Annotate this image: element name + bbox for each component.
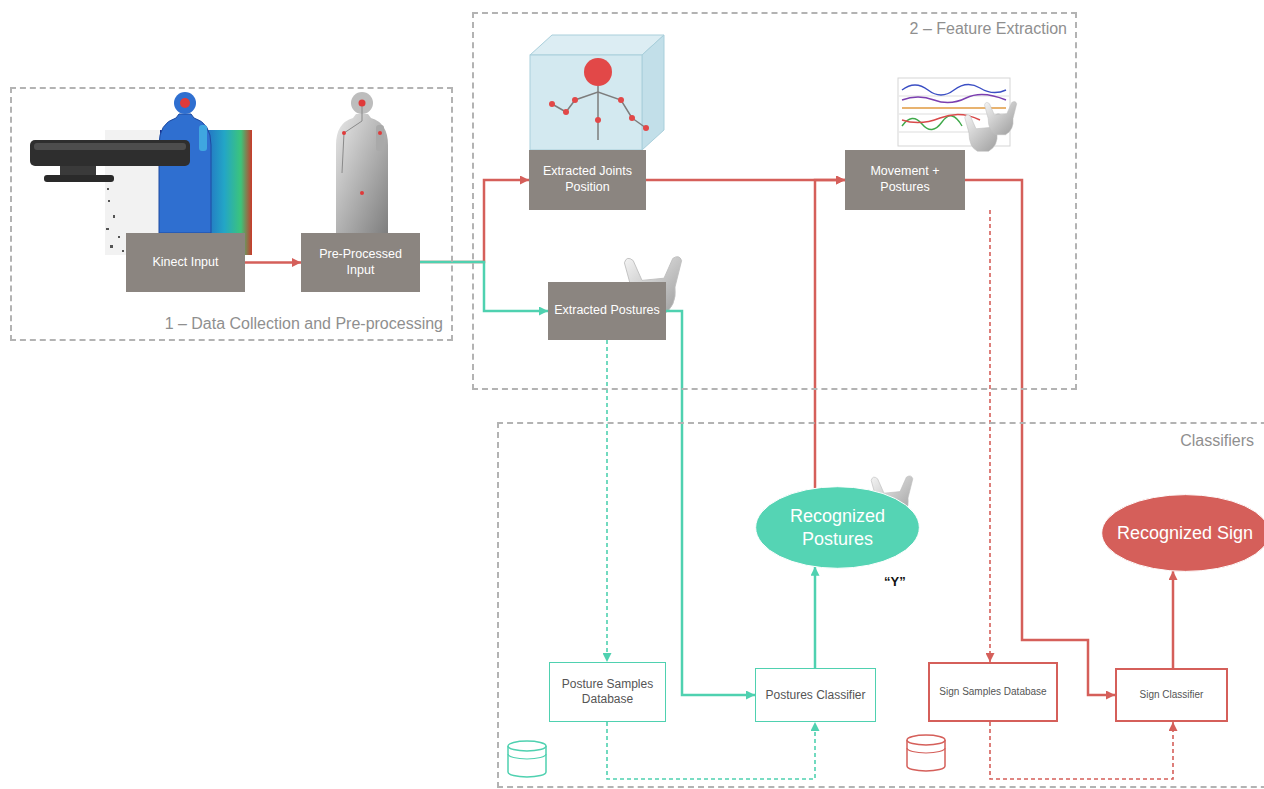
database-box: Sign Samples Database: [928, 662, 1058, 722]
flow-connector: [814, 567, 817, 668]
node-text: Posture Samples Database: [556, 677, 659, 707]
process-box: Movement + Postures: [845, 150, 965, 210]
flow-connector: [989, 210, 991, 662]
grey-person: [336, 92, 388, 233]
database-box: Posture Samples Database: [549, 662, 666, 722]
cylinder-ring: [508, 754, 546, 759]
kinect-body: [30, 140, 190, 166]
region-label: 2 – Feature Extraction: [910, 20, 1067, 38]
cube-top: [530, 35, 664, 55]
node-text: Extracted Joints Position: [535, 164, 640, 195]
region-label: 1 – Data Collection and Pre-processing: [165, 315, 443, 333]
speckle: [118, 236, 120, 238]
joint-dot: [549, 101, 555, 107]
person-body: [159, 114, 211, 233]
dashed-region: 1 – Data Collection and Pre-processing Ki…: [10, 87, 453, 341]
joint-dot: [629, 115, 635, 121]
kinect-highlight: [34, 143, 186, 150]
result-ellipse: Recognized Postures: [754, 485, 921, 570]
process-box: Pre-Processed Input: [301, 233, 420, 292]
graph-line: [902, 94, 1006, 102]
node-text: Recognized Sign: [1117, 522, 1253, 545]
node-text: Pre-Processed Input: [307, 247, 414, 278]
ellipse-outline: [756, 487, 920, 569]
speckle: [122, 250, 124, 252]
flow-connector: [420, 180, 529, 262]
person-arm: [376, 125, 384, 151]
region-label: Classifiers: [1180, 432, 1254, 450]
database-icon: [907, 735, 945, 771]
flow-connector: [965, 180, 1115, 695]
node-text: Kinect Input: [152, 255, 218, 271]
node-text: Movement + Postures: [851, 164, 959, 195]
speckle: [110, 245, 113, 248]
joint-dot: [572, 97, 578, 103]
person-head: [174, 92, 196, 114]
bone: [597, 86, 599, 140]
node-text: Recognized Postures: [760, 505, 915, 550]
flow-connector: [607, 722, 815, 779]
process-box: Extracted Joints Position: [529, 150, 646, 210]
flow-connector: [815, 180, 845, 488]
classifier-box: Sign Classifier: [1115, 668, 1228, 722]
joint-dot: [378, 131, 382, 135]
node-text: Sign Samples Database: [939, 686, 1046, 699]
cylinder-top: [508, 741, 546, 751]
kinect-neck: [60, 166, 96, 175]
skeleton-head: [584, 58, 612, 86]
node-text: Postures Classifier: [765, 688, 865, 703]
classifier-box: Postures Classifier: [755, 668, 876, 722]
flow-connector: [245, 261, 301, 264]
person-arm: [199, 125, 207, 151]
dashed-region: ClassifiersRecognized Postures Recognized…: [497, 422, 1264, 788]
skeleton: [549, 58, 649, 140]
node-text: Extracted Postures: [554, 303, 660, 319]
result-ellipse: Recognized Sign: [1100, 493, 1264, 573]
posture-label: “Y”: [884, 574, 906, 589]
person-skeleton: [342, 103, 362, 173]
flow-connector: [666, 311, 755, 695]
speckle: [106, 228, 109, 230]
joint-dot: [643, 125, 649, 131]
database-icon: [508, 741, 546, 777]
joint-dot: [618, 97, 624, 103]
hand-posture: [984, 101, 1016, 134]
cylinder-top: [907, 735, 945, 745]
node-text: Sign Classifier: [1140, 689, 1204, 702]
bone: [566, 92, 632, 118]
process-box: Kinect Input: [126, 233, 245, 292]
joint-dot: [563, 109, 569, 115]
cylinder-ring: [907, 748, 945, 753]
cube-front: [530, 55, 642, 150]
head-dot: [180, 98, 190, 108]
joint-dot: [595, 117, 601, 123]
flow-connector: [990, 722, 1173, 779]
speckle: [108, 200, 110, 202]
dashed-region: 2 – Feature ExtractionExtracted Joints P…: [472, 12, 1077, 390]
graph-line: [902, 84, 1006, 95]
joint-dot: [342, 131, 346, 135]
cube-side: [642, 35, 664, 150]
speckle: [107, 188, 109, 190]
ellipse-shape: [754, 485, 921, 570]
flow-connector: [420, 262, 548, 311]
flow-connector: [1172, 571, 1175, 668]
joint-dot: [359, 100, 366, 107]
person-body: [336, 114, 388, 233]
joint-dot: [360, 191, 364, 195]
depth-speckle: [106, 188, 124, 252]
ellipse-outline: [1101, 495, 1264, 572]
kinect-base: [44, 175, 114, 182]
process-box: Extracted Postures: [548, 282, 666, 340]
speckle: [113, 215, 115, 218]
